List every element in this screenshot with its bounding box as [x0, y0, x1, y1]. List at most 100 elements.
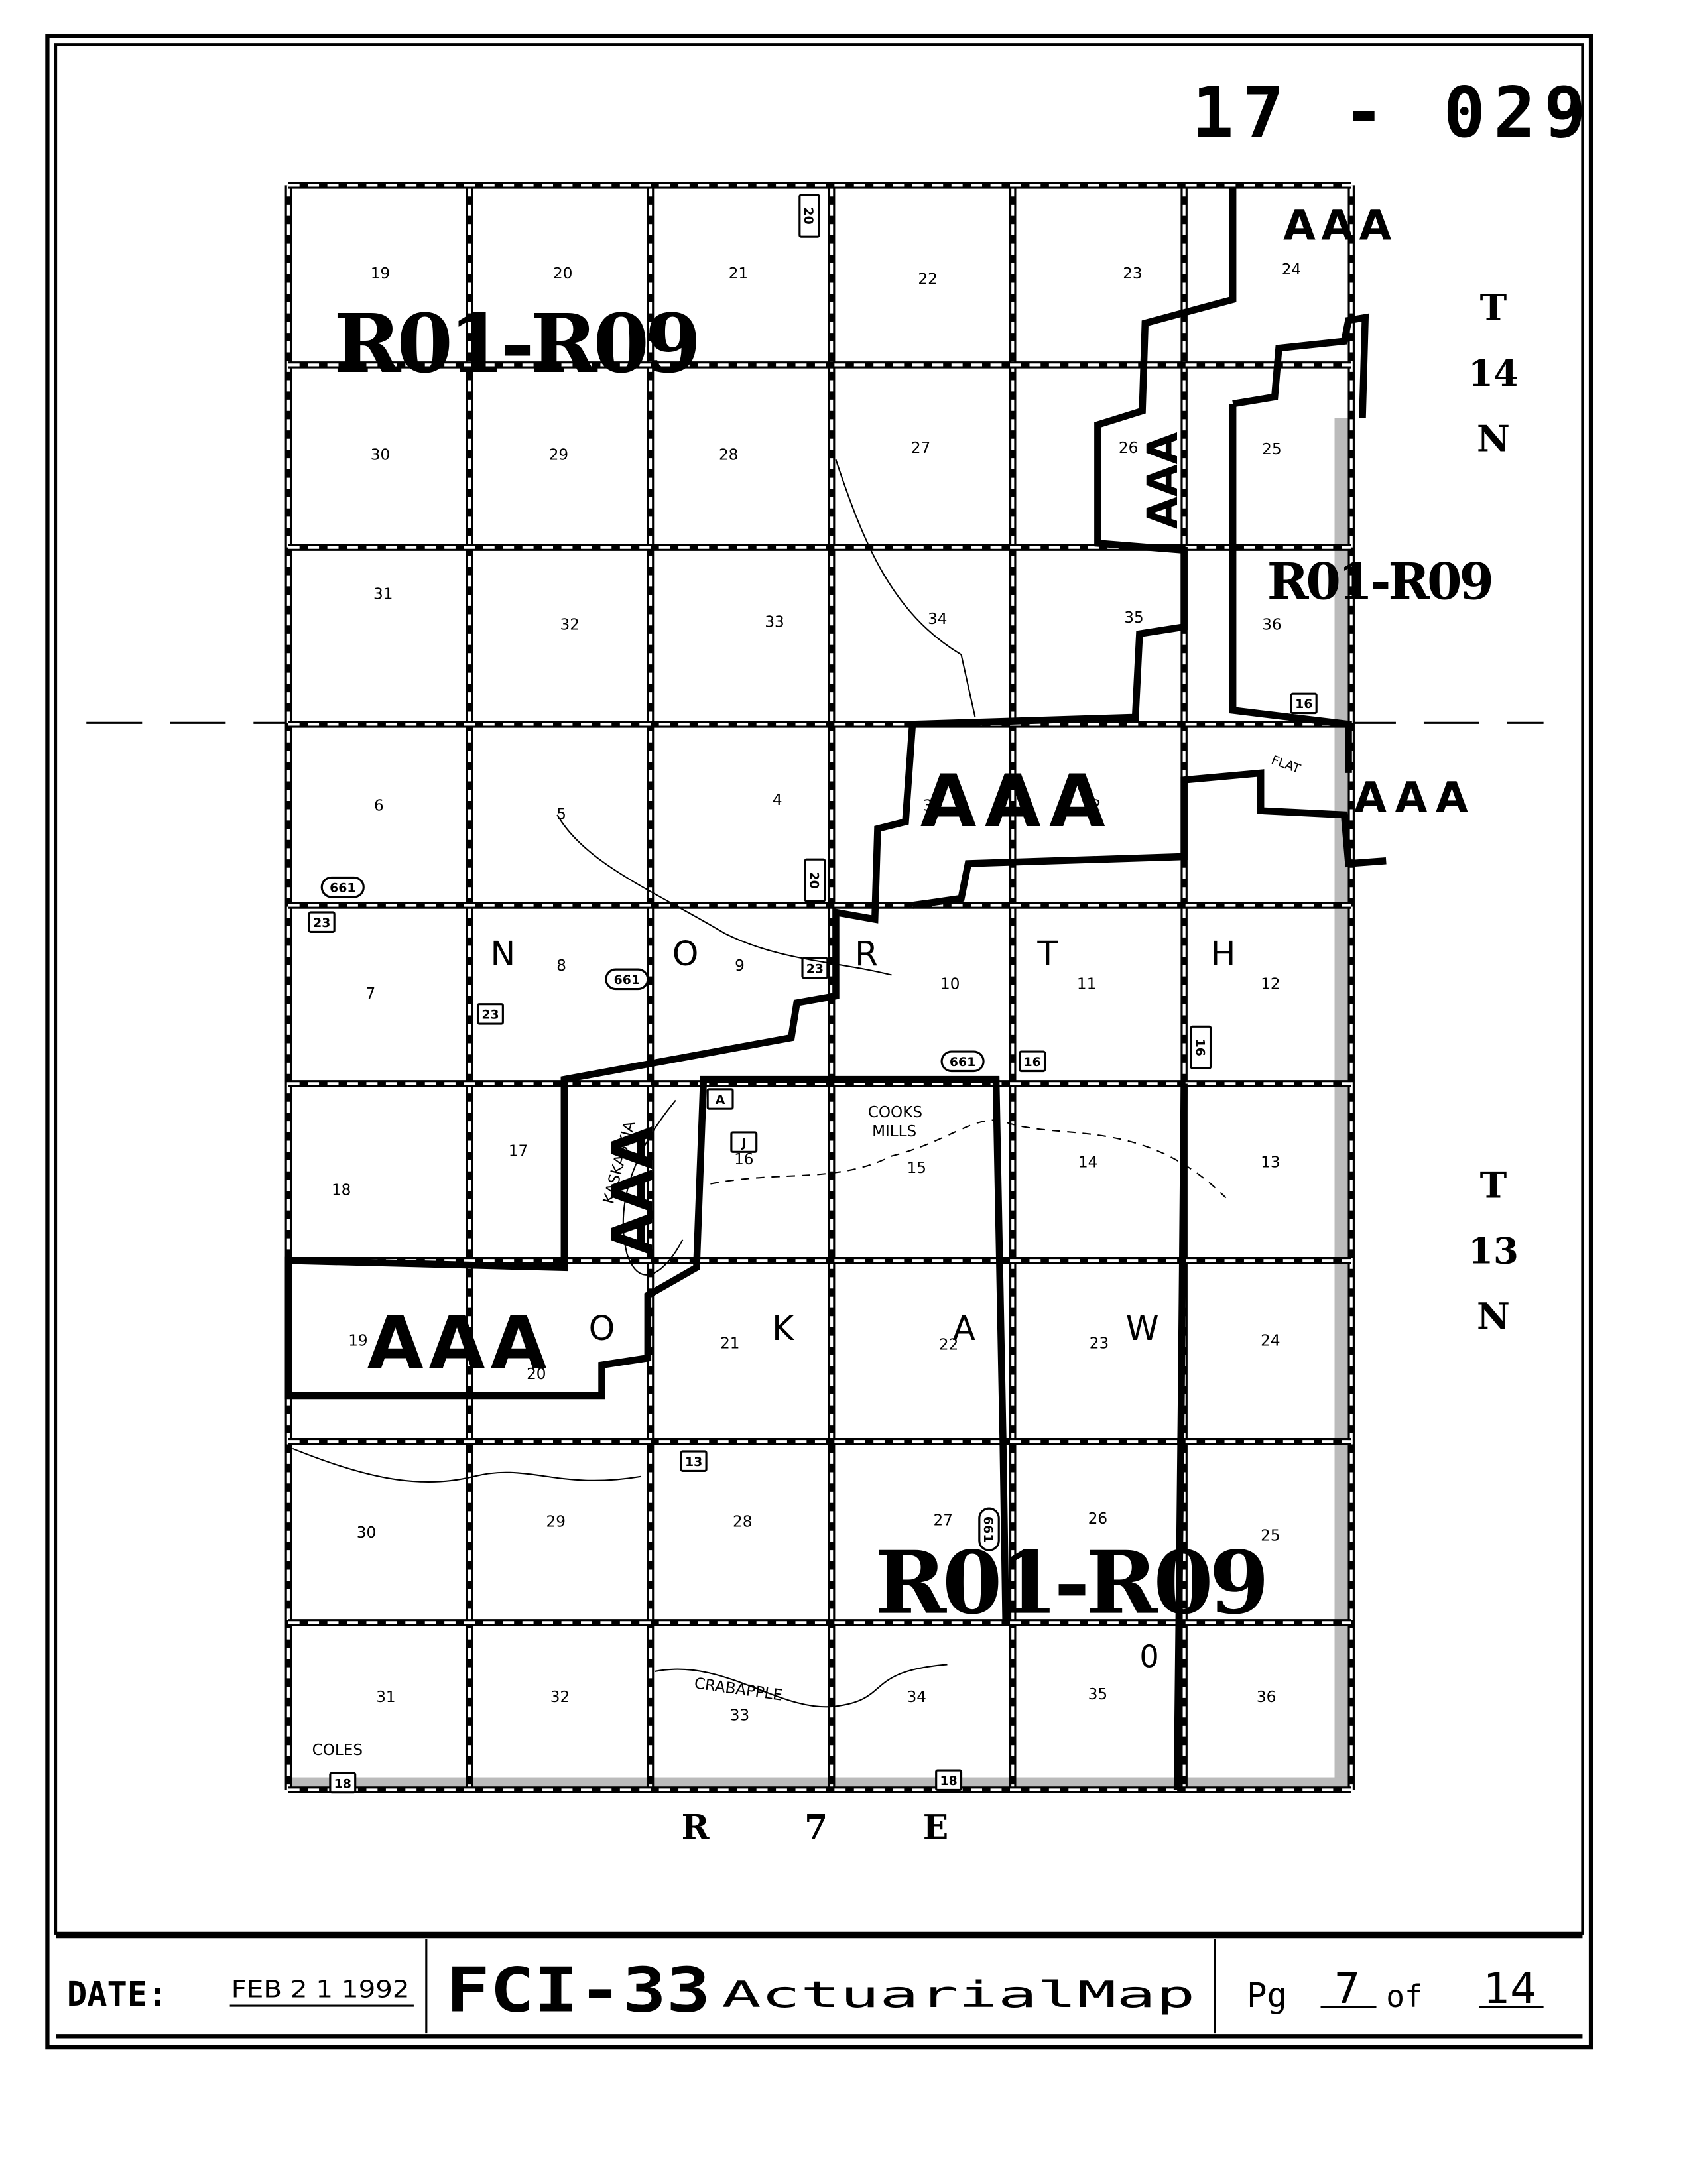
aaa-label-east: AAA	[1354, 774, 1476, 822]
section-number: 8	[556, 957, 566, 975]
page-number: 7	[1334, 1965, 1360, 2013]
road-shield: 18	[329, 1772, 357, 1794]
form-code: FCI-33	[446, 1954, 710, 2026]
aaa-label-ne: AAA	[1283, 201, 1397, 249]
page-total: 14	[1483, 1965, 1536, 2013]
rating-boundary-line	[284, 188, 1237, 1623]
section-number: 2	[1092, 798, 1101, 815]
road-shield: 16	[1190, 1025, 1212, 1069]
shield-outline	[730, 1131, 758, 1153]
section-number: 26	[1119, 440, 1138, 457]
section-number: 34	[928, 611, 947, 628]
section-number: 28	[733, 1513, 752, 1530]
section-number: 10	[940, 976, 960, 993]
section-number: 33	[730, 1707, 749, 1724]
road-shield: 16	[1019, 1050, 1046, 1073]
section-number: 12	[1261, 976, 1280, 993]
shield-outline	[320, 876, 365, 898]
shield-number: 661	[330, 881, 355, 896]
shield-outline	[1290, 692, 1318, 715]
section-number: 6	[374, 798, 384, 815]
section-number: 22	[918, 271, 937, 288]
road-shield: 18	[935, 1769, 963, 1791]
road-shield: 661	[978, 1507, 1000, 1551]
twp-south-letter-w: W	[1126, 1309, 1159, 1348]
section-number: 19	[348, 1332, 367, 1349]
shield-number: 661	[950, 1055, 975, 1069]
aaa-label-sw: AAA	[367, 1301, 552, 1385]
shield-number: J	[740, 1136, 746, 1150]
aaa-label-26: AAA	[1139, 432, 1187, 529]
road-shield: 661	[940, 1050, 985, 1073]
township-north-t: T	[1480, 286, 1507, 329]
shield-outline	[935, 1769, 963, 1791]
road-shield: 23	[476, 1003, 504, 1025]
section-number: 14	[1078, 1154, 1097, 1171]
shield-number: 661	[981, 1516, 995, 1542]
section-number: 23	[1123, 265, 1142, 282]
township-south-n: N	[1477, 1295, 1510, 1337]
section-number: 11	[1077, 976, 1096, 993]
section-number: 33	[765, 613, 784, 631]
zone-label-s: R01-R09	[875, 1532, 1265, 1634]
road-shield: 23	[801, 957, 829, 979]
section-number: 9	[735, 957, 745, 975]
shield-number: 16	[1024, 1055, 1041, 1069]
zone-label-ne: R01-R09	[1267, 552, 1491, 611]
twp-north-letter-o: O	[672, 934, 699, 973]
place-coles: COLES	[312, 1742, 363, 1759]
shield-outline	[978, 1507, 1000, 1551]
section-number: 30	[371, 446, 390, 463]
section-number: 26	[1088, 1510, 1107, 1528]
rating-boundary-line	[1173, 1083, 1188, 1790]
place-cooks: COOKS	[868, 1104, 922, 1121]
section-number: 25	[1262, 441, 1281, 458]
aaa-label-center: AAA	[920, 759, 1113, 843]
rating-boundaries	[284, 188, 1387, 1790]
zone-label-nw: R01-R09	[334, 296, 697, 391]
shield-outline	[801, 957, 829, 979]
shield-number: 20	[801, 207, 816, 224]
twp-south-letter-k: K	[772, 1309, 795, 1348]
date-value: FEB 2 1 1992	[231, 1976, 410, 2003]
extra-mark-zero: 0	[1139, 1639, 1158, 1675]
section-number: 30	[357, 1524, 376, 1542]
section-number: 22	[939, 1337, 958, 1354]
road-shield: 16	[1290, 692, 1318, 715]
twp-north-letter-n: N	[491, 934, 516, 973]
section-number: 27	[934, 1512, 953, 1529]
twp-north-letter-t: T	[1036, 934, 1058, 973]
section-number: 29	[549, 446, 568, 463]
date-label: DATE:	[67, 1974, 168, 2014]
rating-boundary-line	[912, 769, 1387, 909]
section-number: 32	[560, 617, 580, 634]
section-number: 34	[907, 1689, 926, 1706]
streams	[292, 459, 1227, 1708]
twp-south-letter-a: A	[952, 1309, 975, 1348]
shield-outline	[605, 968, 649, 991]
rating-boundary-line	[1229, 404, 1352, 773]
shield-number: 23	[481, 1008, 499, 1022]
section-number: 17	[509, 1143, 528, 1160]
shield-number: 13	[685, 1455, 702, 1469]
road-shield: J	[730, 1131, 758, 1153]
map-title: ActuarialMap	[721, 1973, 1195, 2016]
shield-number: 661	[614, 973, 640, 987]
section-number: 23	[1090, 1335, 1109, 1353]
shield-outline	[308, 911, 336, 933]
shield-outline	[798, 194, 820, 238]
map-id: 17 - 029	[1192, 72, 1594, 153]
place-mills: MILLS	[872, 1123, 916, 1140]
section-number: 31	[373, 585, 393, 603]
shield-outline	[476, 1003, 504, 1025]
twp-north-letter-h: H	[1210, 934, 1235, 973]
shield-number: 23	[806, 961, 824, 976]
township-north-num: 14	[1468, 352, 1519, 394]
road-shield: 661	[320, 876, 365, 898]
section-number: 20	[527, 1366, 546, 1383]
shield-number: A	[716, 1093, 725, 1107]
section-number: 24	[1282, 261, 1301, 278]
shield-outline	[680, 1450, 708, 1472]
road-shield: 13	[680, 1450, 708, 1472]
